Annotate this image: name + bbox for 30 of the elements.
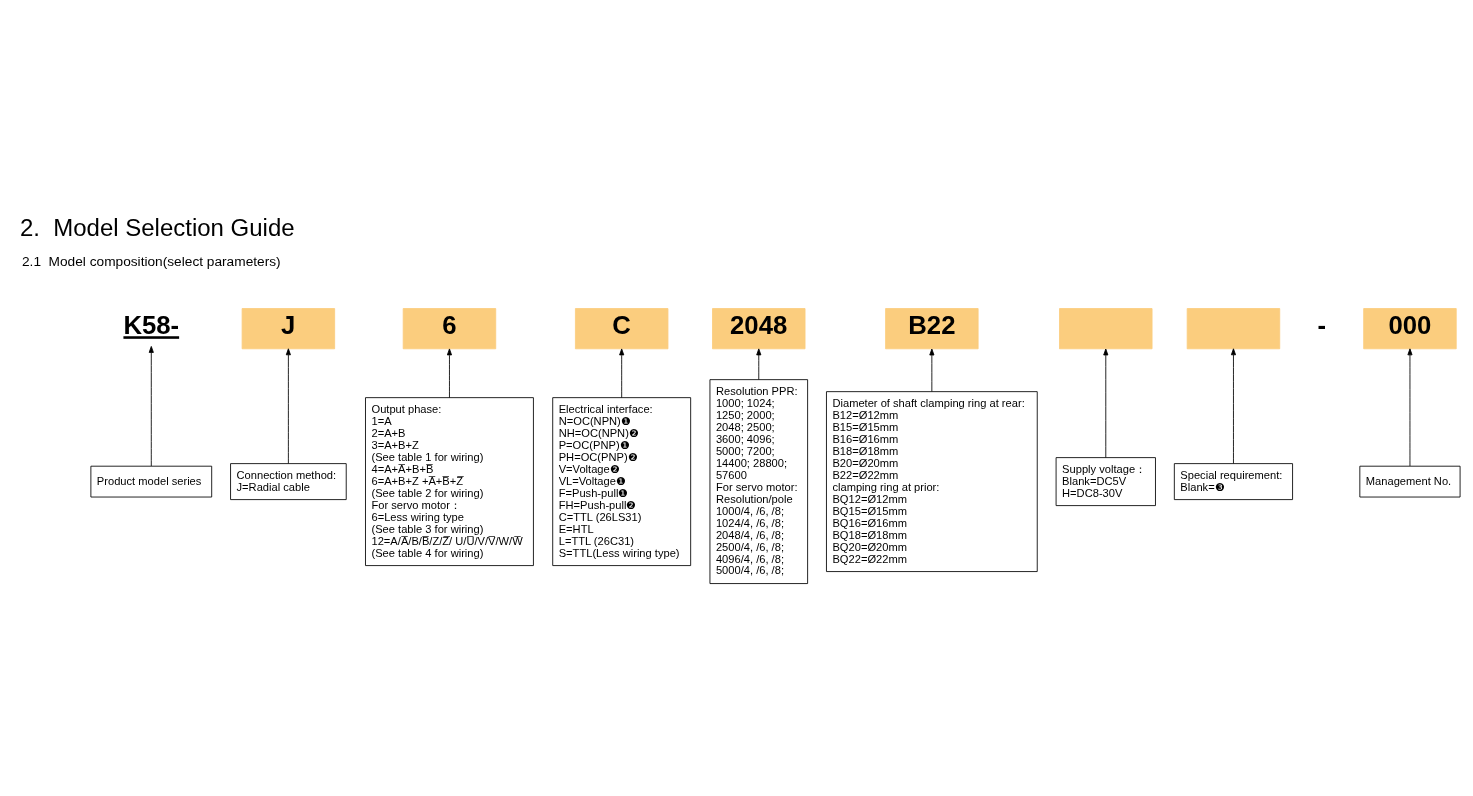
node-box: Diameter of shaft clamping ring at rear: B12=Ø12mm B15=Ø15mm B16=Ø16mm B18=Ø18mm B20=Ø20mm B22=Ø22mm clamping ring at prior: BQ12=Ø12mm BQ15=Ø15mm BQ16=Ø16mm BQ18=Ø18mm BQ20=Ø20mm BQ22=Ø22mm [826, 390, 1038, 572]
node-box: Supply voltage： Blank=DC5V H=DC8-30V [1055, 456, 1156, 506]
node-box [1186, 307, 1281, 349]
arrow [446, 348, 452, 398]
node-box: Resolution PPR: 1000; 1024; 1250; 2000; 2048; 2500; 3600; 4096; 5000; 7200; 14400; 28800; 57600 For servo motor: Resolution/pole 1000/4, /6, /8; 1024/4, /6, /8; 2048/4, /6, /8; 2500/4, /6, /8; 4096/4, /6, /8; 5000/4, /6, /8; [709, 378, 809, 584]
arrow [1230, 347, 1236, 464]
node-box: Management No. [1359, 465, 1461, 497]
node-box [1059, 307, 1153, 349]
node-box: Connection method: J=Radial cable [230, 462, 347, 500]
node-box: 6 [402, 307, 497, 349]
node-box: 000 [1363, 307, 1457, 349]
node-box: Special requirement: Blank=❸ [1173, 462, 1293, 500]
arrow [285, 347, 291, 464]
node-box: J [241, 307, 336, 349]
arrow [1103, 348, 1109, 458]
node-box: B22 [885, 307, 979, 349]
node-box: C [575, 307, 669, 349]
arrow [929, 348, 935, 392]
node-box: 2048 [712, 307, 806, 349]
arrow [619, 348, 625, 398]
node-box: Output phase: 1=A 2=A+B 3=A+B+Z (See table 1 for wiring) 4=A+A̅+B+B̅ 6=A+B+Z +A̅+B̅+Z̅ (See table 2 for wiring) For servo motor： 6=Less wiring type (See table 3 for wiring) 12=A/A̅/B/B̅/Z/Z̅/ U/U̅/V/V̅/W/W̅ (See table 4 for wiring) [365, 396, 534, 566]
node-box: Electrical interface: N=OC(NPN)❶ NH=OC(NPN)❷ P=OC(PNP)❶ PH=OC(PNP)❷ V=Voltage❷ VL=Voltage❶ F=Push-pull❶ FH=Push-pull❷ C=TTL (26LS31) E=HTL L=TTL (26C31) S=TTL(Less wiring type) [552, 396, 692, 566]
label: - [1317, 310, 1326, 339]
diagram-title: 2. Model Selection Guide [19, 213, 295, 241]
arrow [756, 347, 762, 380]
node-text: K58- [123, 310, 180, 339]
node-box: Product model series [90, 465, 213, 497]
arrow [148, 345, 154, 466]
arrow [1407, 347, 1413, 466]
label: 2.1 Model composition(select parameters) [21, 253, 281, 269]
